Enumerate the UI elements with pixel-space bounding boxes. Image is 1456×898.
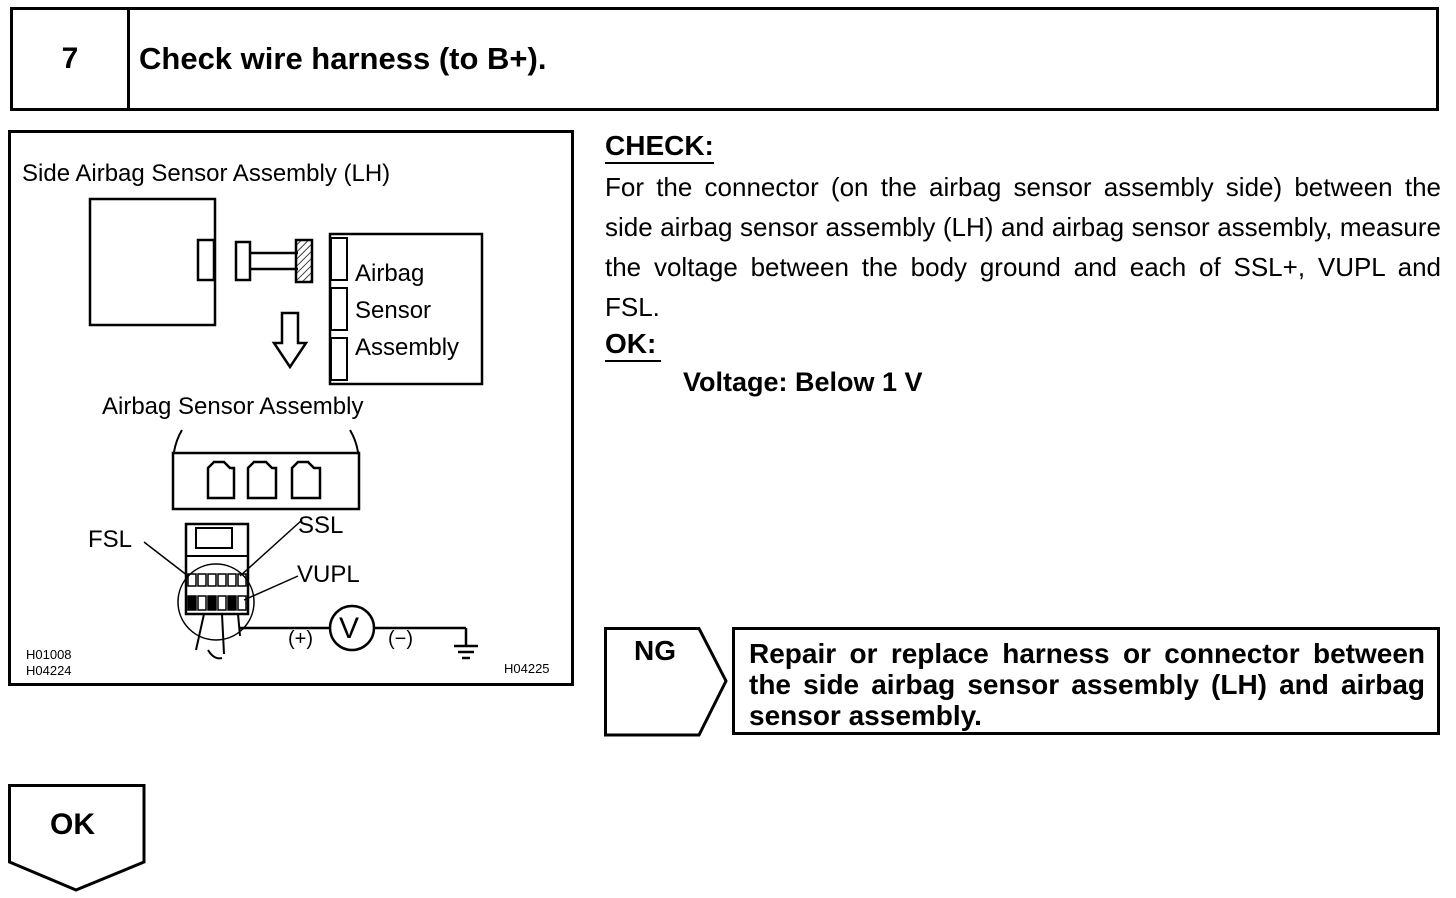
- ok-arrow-shape: [8, 784, 146, 892]
- check-instructions: For the connector (on the airbag sensor …: [605, 172, 1441, 322]
- ng-arrow-shape: [604, 627, 728, 737]
- terminal-ssl-label: SSL: [298, 512, 344, 539]
- side-sensor-connector: [196, 238, 216, 282]
- side-sensor-label: Side Airbag Sensor Assembly (LH): [22, 160, 391, 187]
- ok-specification: Voltage: Below 1 V: [683, 367, 923, 397]
- figure-code-right: H04225: [504, 661, 550, 676]
- ok-heading: OK:: [605, 328, 661, 363]
- figure-code-left-top: H01008: [26, 647, 72, 662]
- ng-label: NG: [634, 635, 676, 666]
- step-title: Check wire harness (to B+).: [139, 41, 547, 76]
- airbag-sensor-connector-face: [171, 451, 361, 511]
- step-number: 7: [13, 10, 130, 108]
- diagram-drawing: [8, 130, 574, 686]
- terminal-fsl-label: FSL: [88, 526, 133, 553]
- harness-plug: [234, 240, 252, 282]
- airbag-sensor-line-1: Airbag: [355, 260, 425, 287]
- ok-flow-label: OK: [50, 808, 95, 841]
- meter-minus-label: (−): [388, 628, 413, 650]
- harness-connector-hatched: [294, 238, 314, 284]
- side-sensor-body: [88, 197, 217, 327]
- ng-action-box: Repair or replace harness or connector b…: [732, 627, 1440, 735]
- check-heading: CHECK:: [605, 130, 714, 165]
- airbag-sensor-assembly-label: Airbag Sensor Assembly: [102, 393, 364, 420]
- meter-symbol: V: [339, 612, 360, 645]
- figure-code-left-bottom: H04224: [26, 663, 72, 678]
- meter-plus-label: (+): [288, 628, 313, 650]
- down-arrow: [271, 311, 309, 370]
- airbag-sensor-line-2: Sensor: [355, 297, 432, 324]
- wiring-diagram: Side Airbag Sensor Assembly (LH) Airbag …: [8, 130, 574, 686]
- airbag-sensor-line-3: Assembly: [355, 334, 460, 361]
- step-header: 7 Check wire harness (to B+).: [10, 7, 1439, 111]
- terminal-vupl-label: VUPL: [297, 561, 360, 588]
